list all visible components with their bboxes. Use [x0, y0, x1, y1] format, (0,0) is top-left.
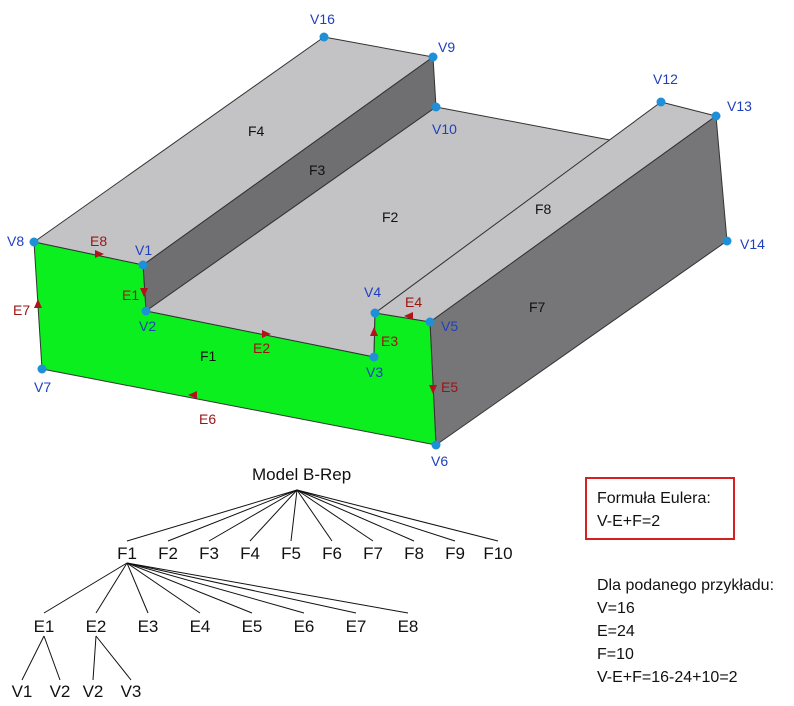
vertex-labels: V1 V2 V3 V4 V5 V6 V7 V8 V9 V10 V12 V13 V…: [7, 11, 765, 469]
vertex-point: [141, 306, 151, 316]
tree-node-edge: E8: [398, 617, 419, 636]
face-labels: F4 F3 F2 F8 F7 F1: [200, 123, 552, 364]
tree-node-vertex: V1: [12, 682, 33, 701]
edge-label-e4: E4: [405, 294, 422, 310]
edge-arrows: [34, 250, 437, 399]
example-line: F=10: [597, 646, 634, 663]
vertex-point: [138, 260, 148, 270]
tree-node-edge: E3: [138, 617, 159, 636]
face-label: F1: [200, 348, 217, 364]
tree-node-vertex: V2: [83, 682, 104, 701]
face-label: F2: [382, 209, 399, 225]
tree-node-face: F10: [483, 544, 512, 563]
edge-labels: E8 E1 E2 E3 E4 E5 E6 E7: [13, 233, 458, 427]
tree-root-label: Model B-Rep: [252, 465, 351, 484]
vertex-label-v5: V5: [441, 318, 458, 334]
vertex-label-v7: V7: [34, 379, 51, 395]
tree-node-face: F2: [158, 544, 178, 563]
tree-node-edge: E6: [294, 617, 315, 636]
tree-node-face: F9: [445, 544, 465, 563]
face-label: F7: [529, 299, 546, 315]
tree-node-face: F5: [281, 544, 301, 563]
vertex-point: [29, 237, 39, 247]
vertex-points: [29, 32, 732, 450]
vertex-label-v14: V14: [740, 236, 765, 252]
vertex-label-v2: V2: [139, 318, 156, 334]
edge-label-e3: E3: [381, 333, 398, 349]
edge-label-e1: E1: [122, 287, 139, 303]
vertex-label-v12: V12: [653, 71, 678, 87]
example-line: V-E+F=16-24+10=2: [597, 669, 738, 686]
vertex-label-v4: V4: [364, 284, 381, 300]
euler-formula-box: Formuła Eulera: V-E+F=2: [585, 477, 735, 540]
edge-label-e8: E8: [90, 233, 107, 249]
face-label: F3: [309, 162, 326, 178]
edge-arrow-e6: [188, 391, 197, 399]
tree-node-face: F8: [404, 544, 424, 563]
euler-box-border: [585, 477, 735, 540]
vertex-point: [425, 317, 435, 327]
edge-arrow-e2: [262, 330, 271, 338]
edge-label-e6: E6: [199, 411, 216, 427]
tree-node-edge: E2: [86, 617, 107, 636]
vertex-label-v9: V9: [438, 39, 455, 55]
edge-arrow-e8: [95, 250, 104, 258]
vertex-label-v1: V1: [135, 242, 152, 258]
tree-node-edge: E5: [242, 617, 263, 636]
example-line: E=24: [597, 623, 635, 640]
edge-arrow-e3: [370, 327, 378, 336]
tree-node-edge: E4: [190, 617, 211, 636]
tree-node-edge: E1: [34, 617, 55, 636]
tree-node-face: F1: [117, 544, 137, 563]
tree-node-vertex: V3: [121, 682, 142, 701]
vertex-label-v8: V8: [7, 233, 24, 249]
vertex-point: [722, 236, 732, 246]
tree-node-face: F4: [240, 544, 260, 563]
face-label: F4: [248, 123, 265, 139]
vertex-point: [370, 308, 380, 318]
vertex-label-v3: V3: [366, 364, 383, 380]
tree-node-face: F7: [363, 544, 383, 563]
tree-face-nodes: F1 F2 F3 F4 F5 F6 F7 F8 F9 F10: [117, 544, 513, 563]
euler-title: Formuła Eulera:: [597, 490, 711, 507]
vertex-point: [428, 52, 438, 62]
example-line: V=16: [597, 600, 635, 617]
vertex-point: [37, 364, 47, 374]
vertex-point: [431, 440, 441, 450]
tree-node-face: F6: [322, 544, 342, 563]
edge-arrow-e5: [429, 385, 437, 394]
vertex-label-v16: V16: [310, 11, 335, 27]
vertex-point: [656, 97, 666, 107]
euler-formula: V-E+F=2: [597, 513, 660, 530]
vertex-point: [319, 32, 329, 42]
tree-edge-nodes: E1 E2 E3 E4 E5 E6 E7 E8: [34, 617, 419, 636]
vertex-point: [431, 102, 441, 112]
b-rep-tree: Model B-Rep F1 F2 F3 F4 F5 F6 F7 F8 F9 F…: [12, 465, 513, 701]
tree-connectors: [21, 489, 499, 681]
tree-node-face: F3: [199, 544, 219, 563]
vertex-label-v6: V6: [431, 453, 448, 469]
tree-node-vertex: V2: [50, 682, 71, 701]
edge-arrow-e7: [34, 299, 42, 308]
edge-arrow-e1: [140, 288, 148, 297]
vertex-label-v13: V13: [727, 98, 752, 114]
example-heading: Dla podanego przykładu:: [597, 577, 774, 594]
face-label: F8: [535, 201, 552, 217]
edge-label-e5: E5: [441, 379, 458, 395]
example-block: Dla podanego przykładu: V=16 E=24 F=10 V…: [597, 577, 774, 686]
edge-label-e7: E7: [13, 302, 30, 318]
vertex-label-v10: V10: [432, 121, 457, 137]
edge-label-e2: E2: [253, 340, 270, 356]
tree-vertex-nodes: V1 V2 V2 V3: [12, 682, 142, 701]
solid-model: [33, 36, 728, 446]
vertex-point: [711, 111, 721, 121]
edge-arrow-e4: [404, 312, 413, 320]
tree-node-edge: E7: [346, 617, 367, 636]
vertex-point: [369, 352, 379, 362]
